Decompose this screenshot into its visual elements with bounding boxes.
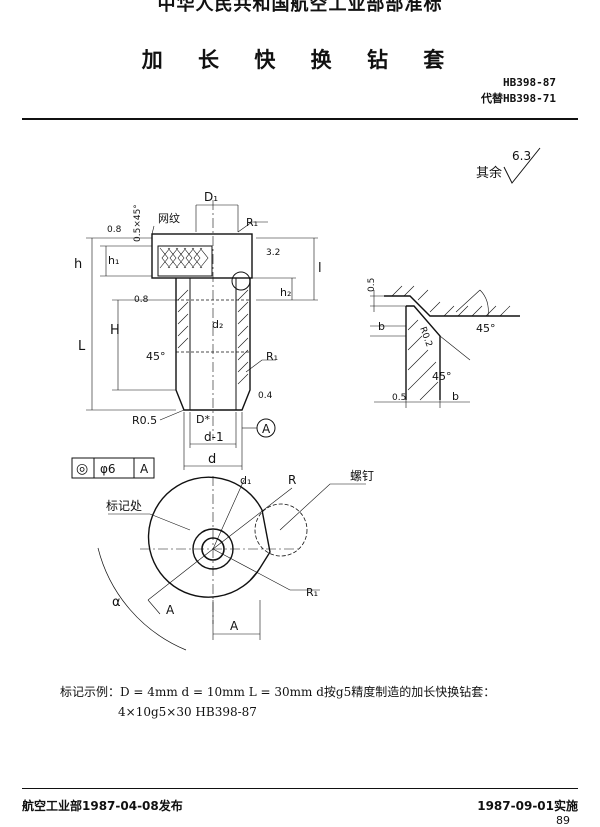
detail-dim-b-bottom: b xyxy=(452,390,459,403)
roughness-08-top: 0.8 xyxy=(107,225,122,235)
page-title: 加 长 快 换 钻 套 xyxy=(141,48,459,72)
roughness-32: 3.2 xyxy=(266,248,280,258)
standard-organization: 中华人民共和国航空工业部部准标 xyxy=(157,0,443,15)
dim-R05: R0.5 xyxy=(132,414,157,427)
dim-D1: D₁ xyxy=(204,190,218,204)
detail-view xyxy=(370,285,520,408)
marking-example-line1: 标记示例：D = 4mm d = 10mm L = 30mm d按g5精度制造的… xyxy=(60,685,496,699)
plan-dim-A: A xyxy=(230,619,239,633)
roughness-04: 0.4 xyxy=(258,391,273,401)
angle-45-main: 45° xyxy=(146,350,166,363)
dim-R1-bottom: R₁ xyxy=(266,350,278,363)
detail-dim-05-bottom: 0.5 xyxy=(392,393,406,403)
dim-h2: h₂ xyxy=(280,286,291,299)
dim-h1: h₁ xyxy=(108,254,119,267)
main-section-view xyxy=(86,200,318,470)
tolerance-value: φ6 xyxy=(100,462,116,476)
concentricity-icon: ◎ xyxy=(76,461,88,477)
dim-h: h xyxy=(74,257,82,272)
datum-A: A xyxy=(262,422,271,436)
dim-d2: d₂ xyxy=(212,318,223,331)
plan-view xyxy=(97,476,366,651)
dim-L: L xyxy=(78,339,86,354)
dim-l: l xyxy=(318,261,322,276)
chamfer-label: 0.5×45° xyxy=(133,204,143,242)
technical-drawing: 其余 6.3 D₁ 网纹 0.5×45° R₁ 0.8 0.8 xyxy=(71,147,541,651)
detail-angle-45-right: 45° xyxy=(476,322,496,335)
plan-dim-R1: R₁ xyxy=(306,586,318,599)
effective-date: 1987-09-01实施 xyxy=(477,799,578,813)
page-number: 89 xyxy=(556,814,570,827)
detail-dim-b-left: b xyxy=(378,320,385,333)
roughness-symbol-icon xyxy=(503,147,541,184)
header-rule xyxy=(22,118,578,120)
knurl-label: 网纹 xyxy=(158,211,180,225)
plan-dim-alpha: α xyxy=(112,595,121,610)
detail-angle-45-bottom: 45° xyxy=(432,370,452,383)
plan-dim-A-diagonal: A xyxy=(166,603,175,617)
marking-label: 标记处 xyxy=(106,499,142,513)
detail-dim-05-top: 0.5 xyxy=(367,278,377,292)
marking-example-line2: 4×10g5×30 HB398-87 xyxy=(118,705,257,719)
dim-d-1: d-1 xyxy=(204,430,224,444)
surface-rest-value: 6.3 xyxy=(512,149,531,163)
surface-rest-label: 其余 xyxy=(476,165,502,181)
detail-R02: R0.2 xyxy=(417,326,433,349)
standard-number: HB398-87 xyxy=(503,76,556,89)
knurl-pattern xyxy=(159,247,209,269)
issue-date: 航空工业部1987-04-08发布 xyxy=(22,799,183,813)
dim-d: d xyxy=(208,452,216,467)
plan-dim-R: R xyxy=(288,473,296,487)
replaces-standard: 代替HB398-71 xyxy=(481,92,556,105)
footer-rule xyxy=(22,788,578,789)
dim-D: D* xyxy=(196,413,210,426)
screw-label: 螺钉 xyxy=(350,469,374,483)
dim-H: H xyxy=(110,323,120,338)
tolerance-frame xyxy=(71,457,155,479)
roughness-08-mid: 0.8 xyxy=(134,295,149,305)
dim-R1-top: R₁ xyxy=(246,216,258,229)
plan-dim-d1: d₁ xyxy=(240,474,251,487)
tolerance-datum: A xyxy=(140,462,149,476)
